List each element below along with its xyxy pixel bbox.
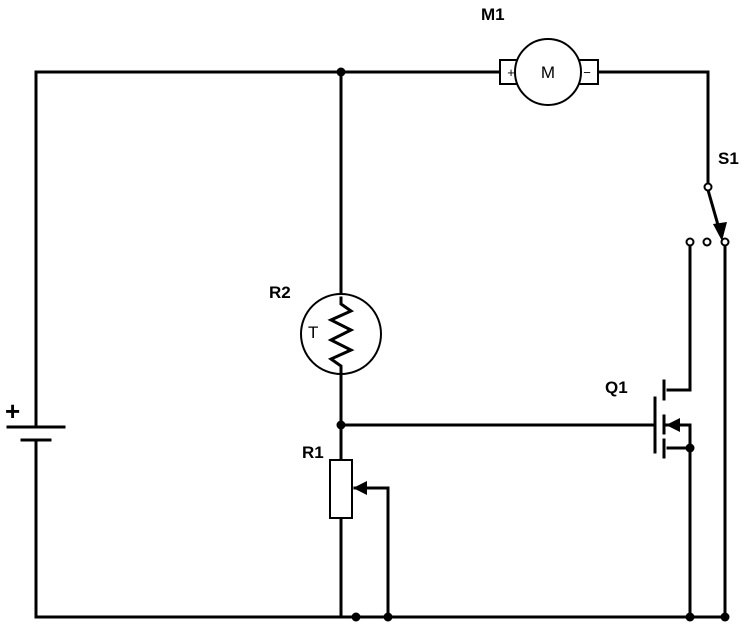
thermistor-zigzag <box>327 296 355 374</box>
thermistor-r2: T R2 <box>269 283 382 375</box>
switch-s1: S1 <box>685 149 739 247</box>
motor-designator: M1 <box>481 5 505 24</box>
battery-plus-label: + <box>5 396 20 426</box>
motor-symbol: M <box>541 63 555 82</box>
junction-bottom-mosfet <box>685 612 695 622</box>
wire-bottom <box>34 438 727 619</box>
potentiometer-designator: R1 <box>302 443 324 462</box>
mosfet-designator: Q1 <box>605 378 628 397</box>
switch-contact-mosfet <box>685 237 695 247</box>
switch-arrowhead <box>713 222 727 241</box>
motor-body <box>514 38 582 106</box>
switch-contact-direct <box>720 237 730 247</box>
junction-bottom-switch <box>720 612 730 622</box>
wire-wiper <box>353 486 390 619</box>
motor-plus-label: + <box>507 65 515 80</box>
motor-minus-label: − <box>583 65 591 80</box>
junction-source <box>685 443 695 453</box>
wire-top-left <box>34 70 502 429</box>
potentiometer-wiper-arrow <box>353 481 367 495</box>
junction-divider <box>336 420 346 430</box>
potentiometer-r1: R1 <box>302 443 367 519</box>
switch-contact-off <box>702 237 712 247</box>
junctions <box>336 67 730 622</box>
junction-bottom-wiper <box>383 612 393 622</box>
junction-top <box>336 67 346 77</box>
thermistor-designator: R2 <box>269 283 291 302</box>
wire-drain <box>666 240 692 392</box>
motor-m1: M + − M1 <box>481 5 599 106</box>
mosfet-q1: Q1 <box>605 378 692 459</box>
switch-common-contact <box>703 182 713 192</box>
wire-source <box>666 446 692 619</box>
switch-designator: S1 <box>718 149 739 168</box>
thermistor-symbol: T <box>308 323 318 342</box>
junction-bottom-r1 <box>351 612 361 622</box>
potentiometer-body <box>329 459 353 519</box>
battery: + <box>5 396 66 442</box>
mosfet-arrow <box>666 418 680 432</box>
